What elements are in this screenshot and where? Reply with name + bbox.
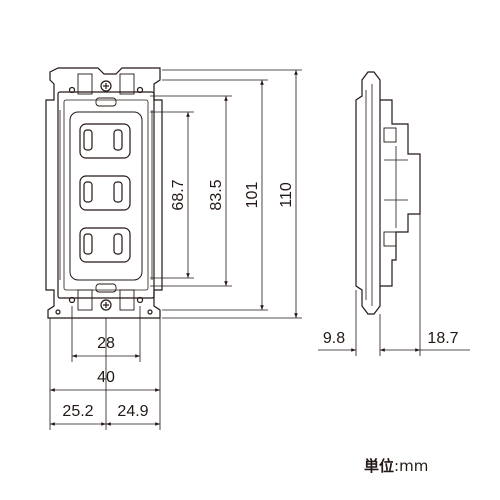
dim-plate-height: 110 xyxy=(278,182,295,208)
unit-label: 単位:mm xyxy=(364,455,428,476)
dimension-labels: 68.7 83.5 101 110 28 40 25.2 24.9 9.8 18… xyxy=(62,179,458,420)
dim-left-offset: 25.2 xyxy=(62,403,93,420)
dim-frame-inner: 83.5 xyxy=(208,179,225,210)
mounting-frame xyxy=(45,67,163,319)
side-body xyxy=(380,99,421,287)
unit-title: 単位 xyxy=(364,457,395,475)
outlet-plate xyxy=(57,91,155,299)
side-dimensions xyxy=(318,214,470,356)
dim-screw-pitch: 28 xyxy=(97,335,115,352)
unit-separator: : xyxy=(394,457,400,475)
top-screw xyxy=(68,73,144,107)
dim-depth-front: 9.8 xyxy=(323,330,345,347)
dim-socket-pitch: 68.7 xyxy=(170,179,187,210)
horizontal-dimensions xyxy=(49,306,161,430)
socket-2 xyxy=(79,175,131,211)
side-view xyxy=(355,71,421,315)
dim-frame-width: 40 xyxy=(97,369,115,386)
dim-depth-back: 18.7 xyxy=(427,330,458,347)
outlet-body xyxy=(69,111,143,281)
front-view xyxy=(45,67,163,319)
dim-frame-height: 101 xyxy=(244,182,261,209)
side-plate xyxy=(355,71,381,315)
bottom-screw xyxy=(55,283,153,315)
dim-right-offset: 24.9 xyxy=(117,403,148,420)
socket-1 xyxy=(79,123,131,159)
socket-3 xyxy=(79,227,131,263)
unit-value: mm xyxy=(399,457,429,475)
vertical-dimensions xyxy=(150,69,302,319)
